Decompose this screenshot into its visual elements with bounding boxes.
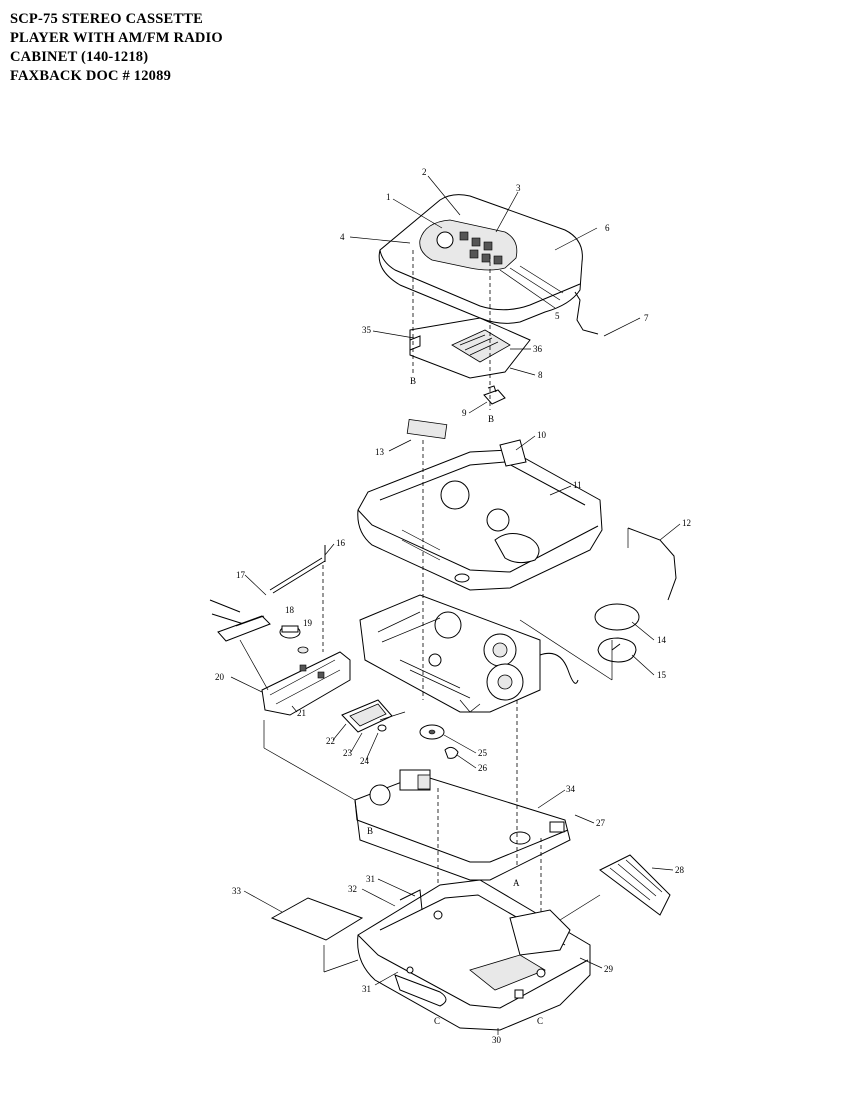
battery-cover-part (559, 854, 671, 921)
callout-18: 18 (285, 605, 295, 615)
callout-15: 15 (657, 670, 667, 680)
callout-17: 17 (236, 570, 246, 580)
head-assembly-part (341, 699, 406, 733)
callout-9: 9 (462, 408, 467, 418)
callout-2: 2 (422, 167, 427, 177)
circuit-board-part (409, 317, 531, 379)
callout-21: 21 (297, 708, 306, 718)
callout-28: 28 (675, 865, 685, 875)
back-case-part (357, 879, 591, 1031)
ref-c-left: C (434, 1016, 440, 1026)
callout-11: 11 (573, 480, 582, 490)
ref-b-left: B (410, 376, 416, 386)
title-line-2: PLAYER WITH AM/FM RADIO (10, 30, 223, 46)
callout-5: 5 (555, 311, 560, 321)
callout-16: 16 (336, 538, 346, 548)
left-assembly-part (261, 565, 351, 716)
callout-13: 13 (375, 447, 385, 457)
ref-b-center: B (488, 414, 494, 424)
title-line-1: SCP-75 STEREO CASSETTE (10, 11, 203, 27)
callout-35: 35 (362, 325, 372, 335)
callout-29: 29 (604, 964, 614, 974)
callout-34: 34 (566, 784, 576, 794)
callout-27: 27 (596, 818, 606, 828)
title-line-4: FAXBACK DOC # 12089 (10, 68, 172, 84)
middle-case-part (357, 418, 603, 591)
callout-8: 8 (538, 370, 543, 380)
callout-26: 26 (478, 763, 488, 773)
callout-labels: 1 2 3 4 5 6 7 8 9 10 11 12 13 14 15 16 1… (215, 167, 691, 1045)
small-bracket-part (483, 385, 506, 405)
callout-19: 19 (303, 618, 313, 628)
document-header: SCP-75 STEREO CASSETTE PLAYER WITH AM/FM… (10, 10, 223, 86)
flywheel-part (419, 724, 459, 759)
callout-36: 36 (533, 344, 543, 354)
gear-parts (279, 625, 309, 654)
callout-33: 33 (232, 886, 242, 896)
ref-a: A (513, 878, 520, 888)
callout-3: 3 (516, 183, 521, 193)
ref-c-right: C (537, 1016, 543, 1026)
callout-20: 20 (215, 672, 225, 682)
top-cover-part (378, 194, 599, 335)
callout-7: 7 (644, 313, 649, 323)
callout-25: 25 (478, 748, 488, 758)
discs-part (519, 603, 640, 681)
callout-30: 30 (492, 1035, 502, 1045)
callout-10: 10 (537, 430, 547, 440)
callout-31-top: 31 (366, 874, 375, 884)
bottom-plate-part (354, 769, 571, 881)
callout-12: 12 (682, 518, 691, 528)
callout-32: 32 (348, 884, 357, 894)
wire-bracket-part (627, 527, 677, 601)
title-line-3: CABINET (140-1218) (10, 49, 149, 65)
cables-part (209, 545, 326, 642)
callout-22: 22 (326, 736, 335, 746)
callout-31-bottom: 31 (362, 984, 371, 994)
callout-1: 1 (386, 192, 391, 202)
callout-24: 24 (360, 756, 370, 766)
callout-4: 4 (340, 232, 345, 242)
mechanism-part (359, 594, 579, 713)
label-sheet-part (270, 897, 364, 973)
leader-lines (230, 175, 681, 1035)
callout-14: 14 (657, 635, 667, 645)
ref-b-plate: B (367, 826, 373, 836)
callout-6: 6 (605, 223, 610, 233)
callout-23: 23 (343, 748, 353, 758)
